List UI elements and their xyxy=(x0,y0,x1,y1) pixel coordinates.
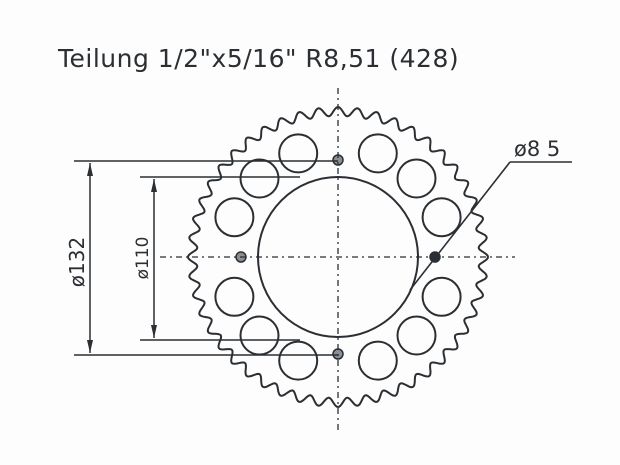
dim-132-arrow-bottom xyxy=(87,340,93,353)
lightening-hole xyxy=(214,197,255,238)
dim-110-label: ø110 xyxy=(133,237,153,280)
lightening-hole xyxy=(421,197,462,238)
lightening-hole xyxy=(239,315,280,356)
lightening-hole xyxy=(278,340,319,381)
lightening-hole xyxy=(278,133,319,174)
dim-132-arrow-top xyxy=(87,163,93,176)
lightening-hole xyxy=(239,158,280,199)
dim-132-label: ø132 xyxy=(65,237,89,287)
bolt-hole-label: ø8 5 xyxy=(514,137,560,161)
lightening-hole xyxy=(357,133,398,174)
lightening-holes xyxy=(214,133,462,381)
drawing-title: Teilung 1/2"x5/16" R8,51 (428) xyxy=(58,44,460,73)
bolt-hole-leader-line xyxy=(409,161,511,291)
lightening-hole xyxy=(396,158,437,199)
dim-110-arrow-bottom xyxy=(151,325,157,338)
lightening-hole xyxy=(357,340,398,381)
lightening-hole xyxy=(421,276,462,317)
lightening-hole xyxy=(214,276,255,317)
sprocket-teeth-outline xyxy=(186,105,490,409)
lightening-hole xyxy=(396,315,437,356)
dim-110-arrow-top xyxy=(151,179,157,192)
